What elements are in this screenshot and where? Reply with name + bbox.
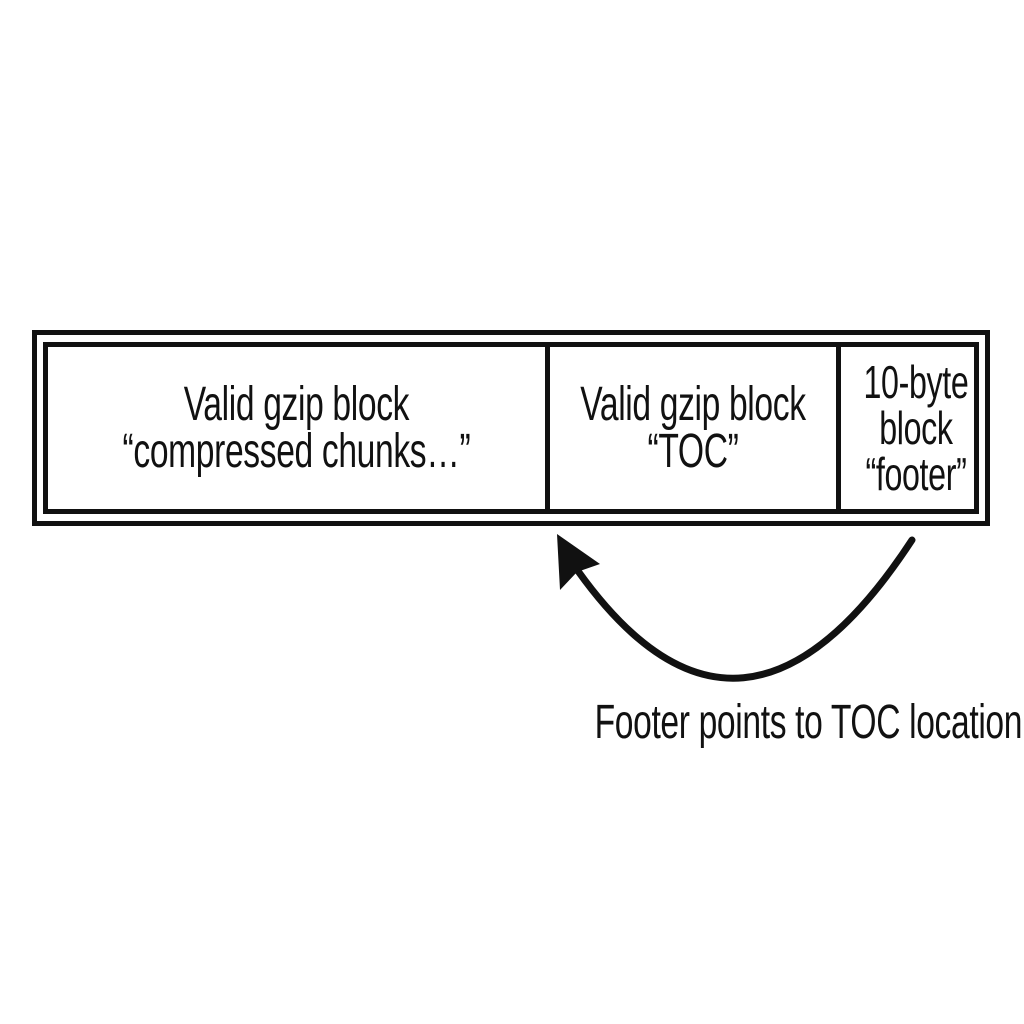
block-label-line: block xyxy=(879,402,953,454)
block-toc-label: Valid gzip block “TOC” xyxy=(580,378,806,478)
arrow-head-icon xyxy=(557,534,600,590)
block-footer-label: 10-byte block “footer” xyxy=(863,359,968,497)
arrow-caption: Footer points to TOC location xyxy=(594,696,1023,749)
gzip-file-structure-bar: Valid gzip block “compressed chunks…” Va… xyxy=(32,330,990,526)
block-label-line: “footer” xyxy=(865,448,967,500)
block-label-line: Valid gzip block xyxy=(580,378,806,431)
gzip-file-structure-inner: Valid gzip block “compressed chunks…” Va… xyxy=(43,342,979,514)
block-label-line: 10-byte xyxy=(863,356,969,408)
block-compressed-chunks-label: Valid gzip block “compressed chunks…” xyxy=(122,378,471,478)
block-label-line: “compressed chunks…” xyxy=(122,425,471,478)
arrow-curve-line xyxy=(574,536,916,682)
block-label-line: “TOC” xyxy=(647,425,739,478)
block-toc: Valid gzip block “TOC” xyxy=(550,347,841,509)
block-footer: 10-byte block “footer” xyxy=(841,347,991,509)
block-compressed-chunks: Valid gzip block “compressed chunks…” xyxy=(48,347,550,509)
block-label-line: Valid gzip block xyxy=(183,378,410,431)
